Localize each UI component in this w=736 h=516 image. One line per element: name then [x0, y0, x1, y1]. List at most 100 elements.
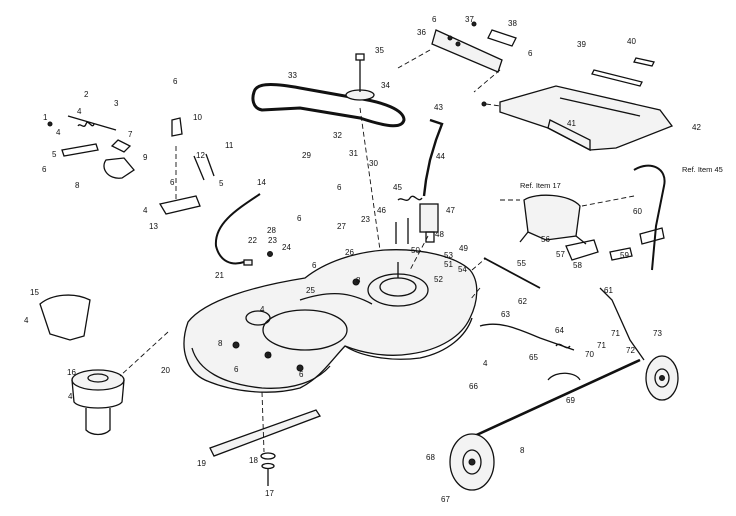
- belt-shield: [481, 57, 674, 152]
- control-cable: [214, 193, 273, 266]
- part-number-17: 17: [265, 489, 274, 498]
- part-number-8: 8: [356, 276, 361, 285]
- part-number-58: 58: [573, 261, 582, 270]
- blade-bolt: [260, 452, 276, 486]
- part-number-6: 6: [297, 214, 302, 223]
- part-number-6: 6: [528, 49, 533, 58]
- blade-spindle: [39, 294, 125, 436]
- front-axle: [469, 287, 645, 440]
- part-number-57: 57: [556, 250, 565, 259]
- part-number-55: 55: [517, 259, 526, 268]
- part-number-72: 72: [626, 346, 635, 355]
- part-number-4: 4: [260, 305, 265, 314]
- part-number-38: 38: [508, 19, 517, 28]
- part-number-4: 4: [24, 316, 29, 325]
- part-number-10: 10: [193, 113, 202, 122]
- part-number-31: 31: [349, 149, 358, 158]
- part-number-28: 28: [267, 226, 276, 235]
- cutting-blade: [209, 409, 321, 457]
- part-number-6: 6: [299, 370, 304, 379]
- part-number-4: 4: [68, 392, 73, 401]
- part-number-67: 67: [441, 495, 450, 504]
- part-number-6: 6: [337, 183, 342, 192]
- idler-pulley: [345, 53, 375, 101]
- part-number-54: 54: [458, 265, 467, 274]
- part-number-24: 24: [282, 243, 291, 252]
- part-number-68: 68: [426, 453, 435, 462]
- part-number-22: 22: [248, 236, 257, 245]
- part-number-43: 43: [434, 103, 443, 112]
- hitch-bracket: [397, 21, 517, 93]
- part-number-6: 6: [42, 165, 47, 174]
- part-number-6: 6: [170, 178, 175, 187]
- part-number-51: 51: [444, 260, 453, 269]
- part-number-30: 30: [369, 159, 378, 168]
- lift-rod-assembly: [395, 118, 444, 244]
- part-number-40: 40: [627, 37, 636, 46]
- part-number-60: 60: [633, 207, 642, 216]
- part-number-25: 25: [306, 286, 315, 295]
- part-number-39: 39: [577, 40, 586, 49]
- drive-belt: [251, 83, 406, 128]
- part-number-26: 26: [345, 248, 354, 257]
- part-number-23: 23: [268, 236, 277, 245]
- part-number-32: 32: [333, 131, 342, 140]
- part-number-63: 63: [501, 310, 510, 319]
- part-number-34: 34: [381, 81, 390, 90]
- mower-deck-housing: [183, 249, 478, 393]
- assembly-guide-lines: [119, 107, 635, 453]
- part-number-29: 29: [302, 151, 311, 160]
- part-number-49: 49: [459, 244, 468, 253]
- gauge-wheel-front: [449, 433, 495, 491]
- part-number-45: 45: [393, 183, 402, 192]
- part-number-11: 11: [225, 141, 234, 150]
- left-linkage-parts: [47, 115, 215, 215]
- part-number-9: 9: [143, 153, 148, 162]
- part-number-5: 5: [219, 179, 224, 188]
- part-number-1: 1: [43, 113, 48, 122]
- part-number-44: 44: [436, 152, 445, 161]
- part-number-71: 71: [597, 341, 606, 350]
- part-number-4: 4: [483, 359, 488, 368]
- part-number-42: 42: [692, 123, 701, 132]
- part-number-41: 41: [567, 119, 576, 128]
- part-number-37: 37: [465, 15, 474, 24]
- part-number-56: 56: [541, 235, 550, 244]
- part-number-23: 23: [361, 215, 370, 224]
- part-number-6: 6: [234, 365, 239, 374]
- part-number-73: 73: [653, 329, 662, 338]
- front-hanger: [519, 194, 599, 261]
- part-number-47: 47: [446, 206, 455, 215]
- part-number-18: 18: [249, 456, 258, 465]
- part-number-35: 35: [375, 46, 384, 55]
- part-number-52: 52: [434, 275, 443, 284]
- ref-item-17-label: Ref. Item 17: [520, 181, 561, 190]
- part-number-64: 64: [555, 326, 564, 335]
- part-number-61: 61: [604, 286, 613, 295]
- part-number-20: 20: [161, 366, 170, 375]
- gauge-wheel-rear: [645, 355, 679, 401]
- part-number-6: 6: [312, 261, 317, 270]
- part-number-8: 8: [520, 446, 525, 455]
- part-number-4: 4: [56, 128, 61, 137]
- part-number-36: 36: [417, 28, 426, 37]
- part-number-62: 62: [518, 297, 527, 306]
- deck-link-rod: [479, 257, 575, 351]
- part-number-7: 7: [128, 130, 133, 139]
- part-number-33: 33: [288, 71, 297, 80]
- part-number-46: 46: [377, 206, 386, 215]
- part-number-16: 16: [67, 368, 76, 377]
- part-number-8: 8: [218, 339, 223, 348]
- part-number-12: 12: [196, 151, 205, 160]
- part-number-50: 50: [411, 246, 420, 255]
- part-number-59: 59: [620, 251, 629, 260]
- part-number-6: 6: [173, 77, 178, 86]
- part-number-66: 66: [469, 382, 478, 391]
- part-number-13: 13: [149, 222, 158, 231]
- part-number-4: 4: [143, 206, 148, 215]
- part-number-2: 2: [84, 90, 89, 99]
- ref-item-45-label: Ref. Item 45: [682, 165, 723, 174]
- part-number-14: 14: [257, 178, 266, 187]
- part-number-69: 69: [566, 396, 575, 405]
